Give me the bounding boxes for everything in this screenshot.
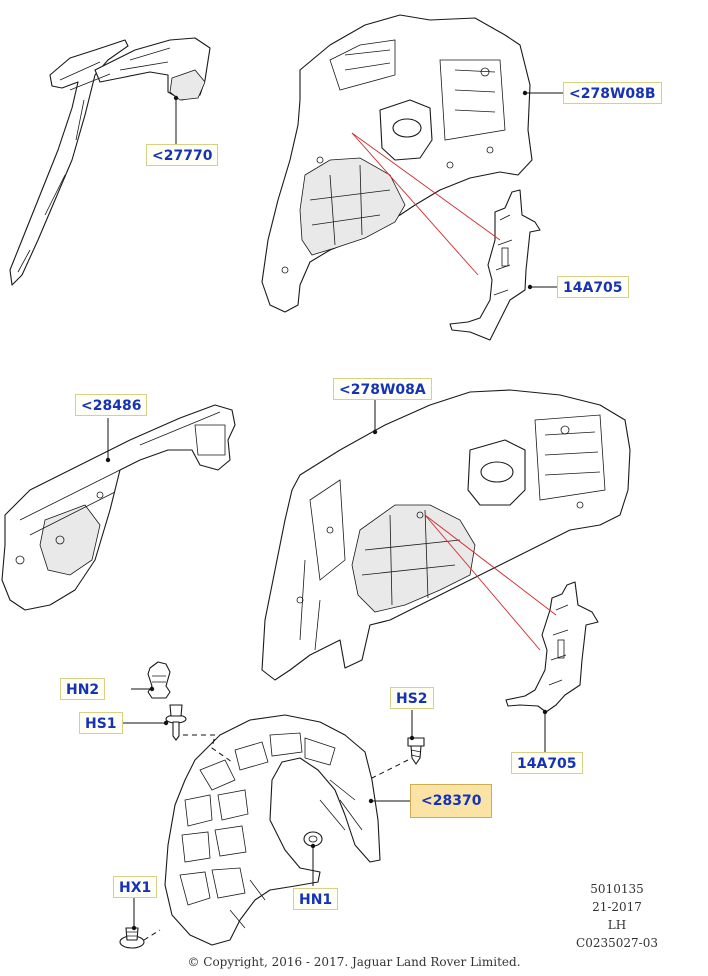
illustration-reference: 5010135 21-2017 LH C0235027-03: [576, 880, 658, 952]
callout-27770[interactable]: <27770: [146, 144, 219, 166]
guide-line-bottom-1: [424, 514, 541, 651]
reference-side: LH: [607, 918, 627, 932]
callout-hn2[interactable]: HN2: [60, 678, 106, 700]
part-28486-quarter-inner: [1, 404, 236, 611]
guide-line-top-2: [351, 132, 501, 241]
callout-278w08a[interactable]: <278W08A: [333, 378, 432, 400]
fastener-hx1: [119, 927, 145, 949]
reference-date: 21-2017: [592, 900, 642, 914]
callout-28370[interactable]: <28370: [410, 784, 493, 818]
part-278w08a-wheelhouse: [261, 389, 631, 681]
part-278w08b-wheelhouse: [261, 14, 533, 313]
dash-hs2: [371, 759, 409, 779]
callout-28486[interactable]: <28486: [75, 394, 148, 416]
fastener-hn2: [147, 661, 171, 699]
part-14a705-bracket-bottom: [505, 581, 599, 713]
part-28370-wheel-arch-liner: [164, 714, 381, 946]
copyright-notice: © Copyright, 2016 - 2017. Jaguar Land Ro…: [187, 955, 521, 969]
callout-hs1[interactable]: HS1: [79, 712, 123, 734]
guide-line-bottom-2: [424, 514, 557, 616]
callout-hs2[interactable]: HS2: [390, 687, 434, 709]
reference-code: C0235027-03: [576, 936, 658, 950]
dash-hx1: [143, 929, 161, 941]
part-14a705-bracket-top: [449, 189, 541, 341]
dash-hs1: [183, 734, 233, 763]
guide-line-top-1: [351, 132, 479, 276]
callout-hn1[interactable]: HN1: [293, 888, 339, 910]
fastener-hs2: [407, 737, 425, 765]
callout-14a705-top[interactable]: 14A705: [557, 276, 629, 298]
callout-14a705-bottom[interactable]: 14A705: [511, 752, 583, 774]
part-27770-pillar-reinforcement: [9, 37, 211, 286]
callout-278w08b[interactable]: <278W08B: [563, 82, 662, 104]
reference-number: 5010135: [590, 882, 644, 896]
fastener-hs1: [165, 704, 187, 741]
callout-hx1[interactable]: HX1: [113, 876, 158, 898]
